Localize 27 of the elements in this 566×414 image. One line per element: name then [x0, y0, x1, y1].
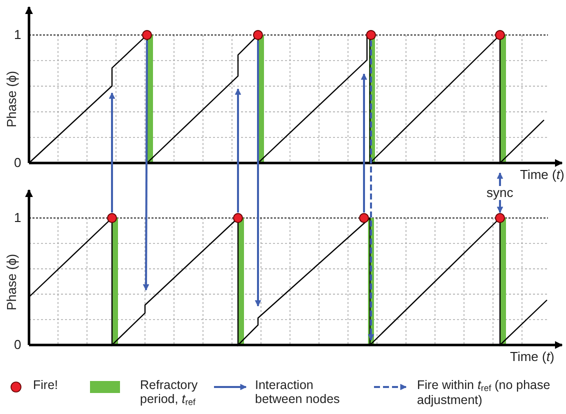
arrow — [360, 73, 368, 212]
axis-title: Time (t) — [520, 168, 564, 182]
legend-text: Interaction between nodes — [255, 378, 341, 407]
tick-label: 1 — [14, 28, 22, 42]
fire-marker — [142, 30, 152, 40]
fire-marker — [359, 213, 369, 223]
legend-text: Fire! — [33, 378, 59, 392]
fire-marker — [495, 30, 505, 40]
legend-text: Fire within t$_{ref}$ (no phase adjustment) — [417, 378, 552, 408]
fire-marker — [495, 213, 505, 223]
axis-title: Time (t) — [510, 350, 554, 364]
arrow — [254, 40, 262, 307]
edge-label: sync — [486, 186, 514, 200]
arrow — [108, 92, 116, 212]
tick-label: 0 — [14, 338, 22, 352]
fire-marker — [233, 213, 243, 223]
fire-marker — [107, 213, 117, 223]
axis-title: Phase (ϕ) — [5, 254, 20, 310]
tick-label: 0 — [14, 156, 22, 170]
tick-label: 1 — [14, 211, 22, 226]
arrow — [368, 40, 374, 341]
fire-marker — [253, 30, 263, 40]
fire-marker — [366, 30, 376, 40]
arrow — [142, 40, 150, 291]
arrow — [234, 88, 242, 212]
axis-title: Phase (ϕ) — [5, 70, 20, 128]
legend-text: Refractory period, t$_{ref}$ — [140, 378, 199, 408]
